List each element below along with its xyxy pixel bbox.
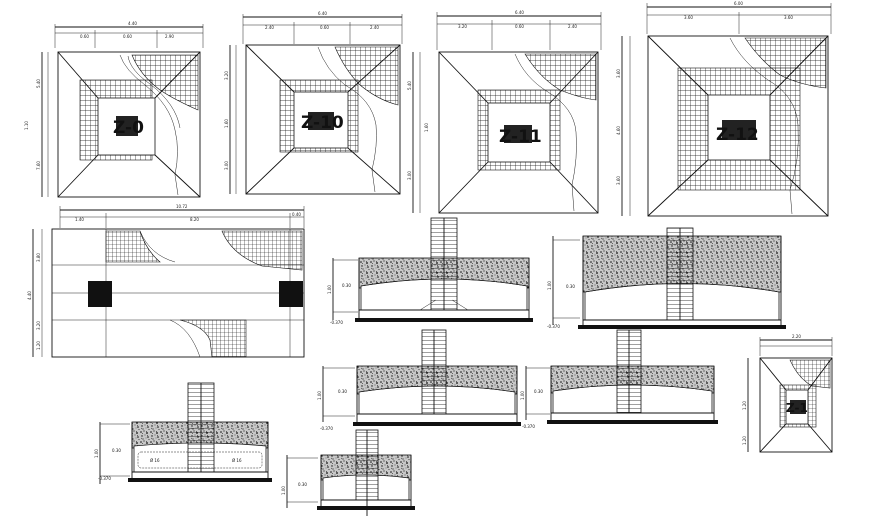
plan-tag: Z-12	[716, 125, 759, 145]
dim-top-1: 2.40	[265, 25, 274, 30]
level-1: 1.00	[317, 391, 322, 400]
dim-top-1: 3.60	[684, 15, 693, 20]
dim-top-2: 3.60	[784, 15, 793, 20]
dim-top-2: 0.60	[123, 34, 132, 39]
footing-section-1: 1.00 0.30 -0.370	[327, 217, 533, 325]
dim-top-3: 2.90	[165, 34, 174, 39]
plan-tag: Z-1	[786, 401, 808, 415]
dim-top-3: 2.40	[370, 25, 379, 30]
level-1: 1.00	[94, 449, 99, 458]
plan-tag: Z-0	[113, 118, 144, 138]
dim-side-3: 3.00	[224, 161, 229, 170]
level-2: 0.30	[534, 389, 543, 394]
footing-plan-d: 6.00 3.60 3.60 3.60 4.60 3.60 Z-12	[616, 1, 832, 217]
level-2: 0.30	[342, 283, 351, 288]
dim-side-2: 1.10	[24, 121, 29, 130]
dim-side-3: 7.60	[36, 161, 41, 170]
level-3: -0.370	[320, 426, 333, 431]
footing-section-5: 1.00 0.30 -0.370 Ø 16 Ø 16	[94, 382, 272, 484]
level-1: 1.00	[547, 281, 552, 290]
dim-top-2: 8.20	[190, 217, 199, 222]
dim-side-1: 3.80	[36, 253, 41, 262]
dim-side-1: 3.20	[224, 71, 229, 80]
level-3: -0.370	[98, 476, 111, 481]
footing-plan-c: 6.40 3.20 0.60 2.40 5.40 1.60 3.00 Z-11	[407, 10, 602, 214]
dim-top-total: 4.40	[128, 21, 137, 26]
level-2: 0.30	[566, 284, 575, 289]
dim-side-1: 5.40	[407, 81, 412, 90]
dim-side-2: 1.20	[742, 436, 747, 445]
dim-side-3: 1.20	[36, 341, 41, 350]
level-2: 0.30	[112, 448, 121, 453]
level-1: 1.00	[327, 285, 332, 294]
dim-side-1: 5.40	[36, 79, 41, 88]
bar-label-right: Ø 16	[232, 458, 242, 463]
level-2: 0.30	[298, 482, 307, 487]
footing-section-6: 1.00 0.30	[281, 429, 415, 516]
level-3: -0.370	[522, 424, 535, 429]
bar-label-left: Ø 16	[150, 458, 160, 463]
dim-side-1: 3.60	[616, 69, 621, 78]
dim-top-total: 6.40	[318, 11, 327, 16]
footing-plan-b: 6.40 2.40 0.60 2.40 3.20 1.60 3.00 Z-10	[224, 11, 403, 195]
dim-side-3: 3.60	[616, 176, 621, 185]
plan-tag: Z-11	[499, 127, 542, 147]
dim-top-2: 0.60	[515, 24, 524, 29]
footing-section-3: 1.00 0.30 -0.370	[317, 329, 521, 431]
combined-footing-plan: 1.40 10.72 8.20 0.40 4.40 3.80 3.20 1.20	[27, 204, 305, 358]
dim-top-1: 3.20	[458, 24, 467, 29]
plan-tag: Z-10	[301, 113, 344, 133]
footing-section-4: 1.00 0.30 -0.370	[520, 329, 718, 429]
dim-top-total: 10.72	[176, 204, 188, 209]
dim-side-2: 1.60	[424, 123, 429, 132]
dim-side-2: 3.20	[36, 321, 41, 330]
dim-side-total: 4.40	[27, 291, 32, 300]
level-3: -0.370	[547, 324, 560, 329]
level-1: 1.00	[520, 391, 525, 400]
dim-top-total: 6.40	[515, 10, 524, 15]
footing-plan-small: 2.20 1.20 1.20 Z-1	[742, 334, 833, 453]
dim-side-3: 3.00	[407, 171, 412, 180]
dim-top-1: 1.40	[75, 217, 84, 222]
footing-section-2: 1.00 0.30 -0.370	[547, 227, 786, 329]
dim-top: 2.20	[792, 334, 801, 339]
dim-top-3: 0.40	[292, 212, 301, 217]
dim-top-total: 6.00	[734, 1, 743, 6]
dim-top-2: 0.60	[320, 25, 329, 30]
dim-side-2: 4.60	[616, 126, 621, 135]
dim-top-3: 2.40	[568, 24, 577, 29]
dim-top-1: 0.60	[80, 34, 89, 39]
footing-plan-a: 4.40 0.60 0.60 2.90 5.40 1.10 7.60 Z-0	[24, 21, 204, 198]
level-3: -0.370	[330, 320, 343, 325]
dim-side-2: 1.60	[224, 119, 229, 128]
dim-side-1: 1.20	[742, 401, 747, 410]
level-1: 1.00	[281, 486, 286, 495]
level-2: 0.30	[338, 389, 347, 394]
